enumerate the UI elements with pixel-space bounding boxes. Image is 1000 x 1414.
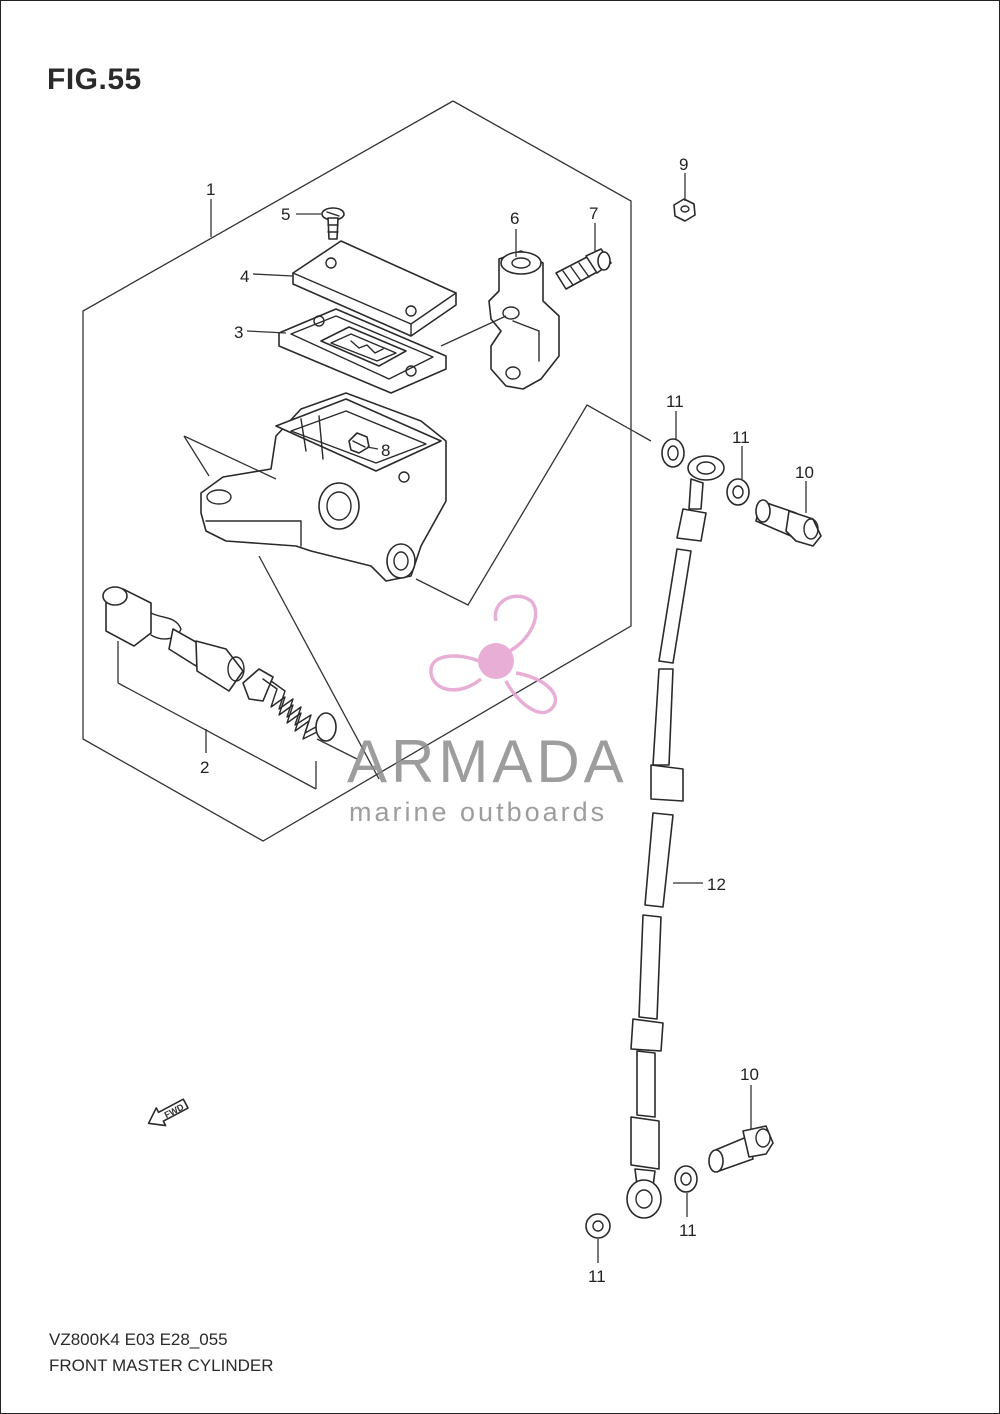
callout-3: 3 <box>234 323 243 342</box>
part-4-reservoir-cap <box>292 240 457 337</box>
part-7-clamp-bolt <box>555 248 612 290</box>
callout-1: 1 <box>206 180 215 199</box>
part-10-banjo-bolt-lower <box>708 1125 774 1173</box>
part-8-screw <box>348 432 379 454</box>
callout-11-lower-left: 11 <box>588 1267 606 1286</box>
callout-2: 2 <box>200 758 209 777</box>
figure-title: FIG.55 <box>47 63 142 96</box>
part-9-nut <box>673 198 696 222</box>
callout-7: 7 <box>589 204 598 223</box>
callout-5: 5 <box>281 205 290 224</box>
callout-8: 8 <box>381 441 390 460</box>
assembly-outline <box>82 100 632 842</box>
watermark-tagline: marine outboards <box>349 797 608 827</box>
part-11-washer-lower-right <box>674 1165 698 1193</box>
part-6-handlebar-clamp <box>488 250 560 390</box>
propeller-logo-icon <box>429 594 557 715</box>
part-11-washer-lower <box>585 1213 611 1239</box>
callout-12: 12 <box>707 875 726 894</box>
callout-9: 9 <box>679 155 688 174</box>
callout-10-upper: 10 <box>795 463 814 482</box>
part-5-cap-screw <box>321 207 345 240</box>
callout-6: 6 <box>510 209 519 228</box>
part-2-piston-set <box>102 586 337 790</box>
callout-11-upper-right: 11 <box>732 428 750 447</box>
callout-11-upper-left: 11 <box>666 392 684 411</box>
part-10-banjo-bolt-upper <box>755 499 822 547</box>
alignment-lines <box>183 315 652 780</box>
part-11-washer-upper-right <box>726 478 750 506</box>
part-12-brake-hose <box>626 455 725 1219</box>
master-cylinder-body <box>200 392 447 582</box>
callout-4: 4 <box>240 267 249 286</box>
part-3-diaphragm <box>278 308 447 394</box>
callout-leaders <box>210 173 807 1263</box>
callout-11-lower-right: 11 <box>679 1221 697 1240</box>
watermark-brand: ARMADA <box>347 728 628 795</box>
forward-direction-arrow: FWD <box>147 1098 189 1127</box>
diagram-name: FRONT MASTER CYLINDER <box>49 1356 274 1375</box>
diagram-code: VZ800K4 E03 E28_055 <box>49 1330 228 1349</box>
part-11-washer-upper <box>661 438 685 468</box>
callout-10-lower: 10 <box>740 1065 759 1084</box>
